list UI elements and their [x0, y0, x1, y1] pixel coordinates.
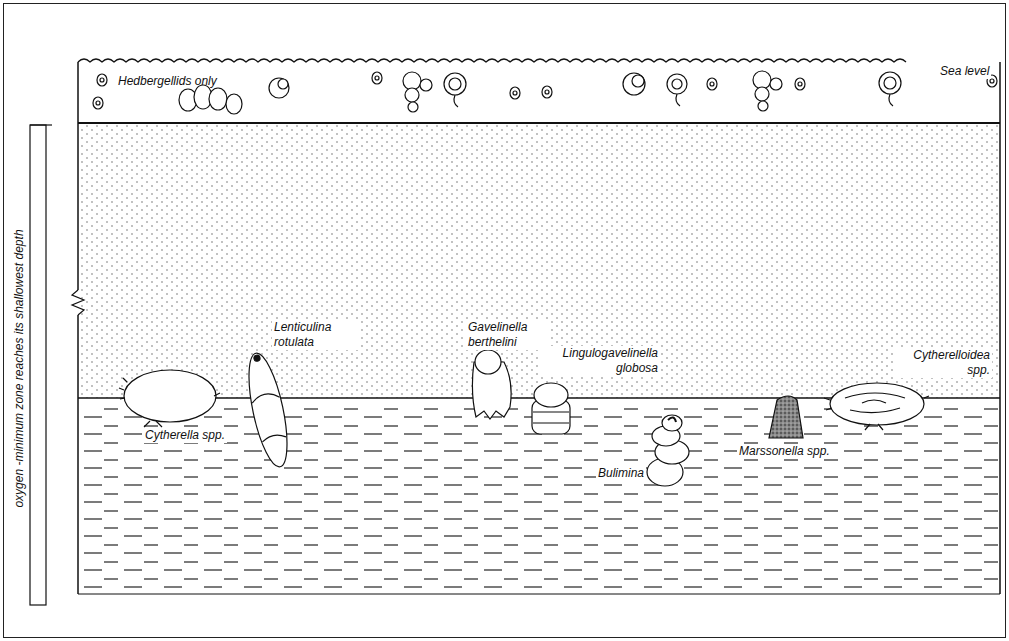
- break-symbol: [72, 290, 84, 315]
- species-label: Cytherelloidea spp.: [896, 348, 992, 378]
- oxygen-zone-label: oxygen -minimum zone reaches its shallow…: [12, 126, 27, 610]
- foram-gavelinella: [472, 350, 511, 419]
- sea-level-line: [78, 59, 906, 62]
- ostracod-cytherella: [119, 370, 220, 427]
- foram-lenticulina: [241, 350, 294, 470]
- foram-marssonella: [769, 396, 803, 438]
- water-column: [78, 123, 1000, 398]
- species-label: Cytherella spp.: [143, 428, 227, 443]
- genus-label: Bulimina: [596, 466, 646, 481]
- species-label: Lingulogavelinella globosa: [538, 346, 660, 376]
- foram-lingulogavelinella: [532, 383, 570, 434]
- oxygen-minimum-bar: [30, 125, 46, 605]
- species-label: Marssonella spp.: [737, 444, 832, 459]
- species-label: Lenticulina rotulata: [272, 320, 358, 350]
- plankton: [93, 71, 997, 114]
- species-label: Gavelinella berthelini: [466, 320, 548, 350]
- ostracod-cytherelloidea: [824, 383, 929, 430]
- frame: [4, 4, 1006, 638]
- foram-bulimina: [647, 415, 689, 486]
- thermocline-line: [78, 122, 1000, 124]
- sea-level-label: Sea level: [938, 64, 991, 79]
- plankton-label: Hedbergellids only: [116, 74, 219, 89]
